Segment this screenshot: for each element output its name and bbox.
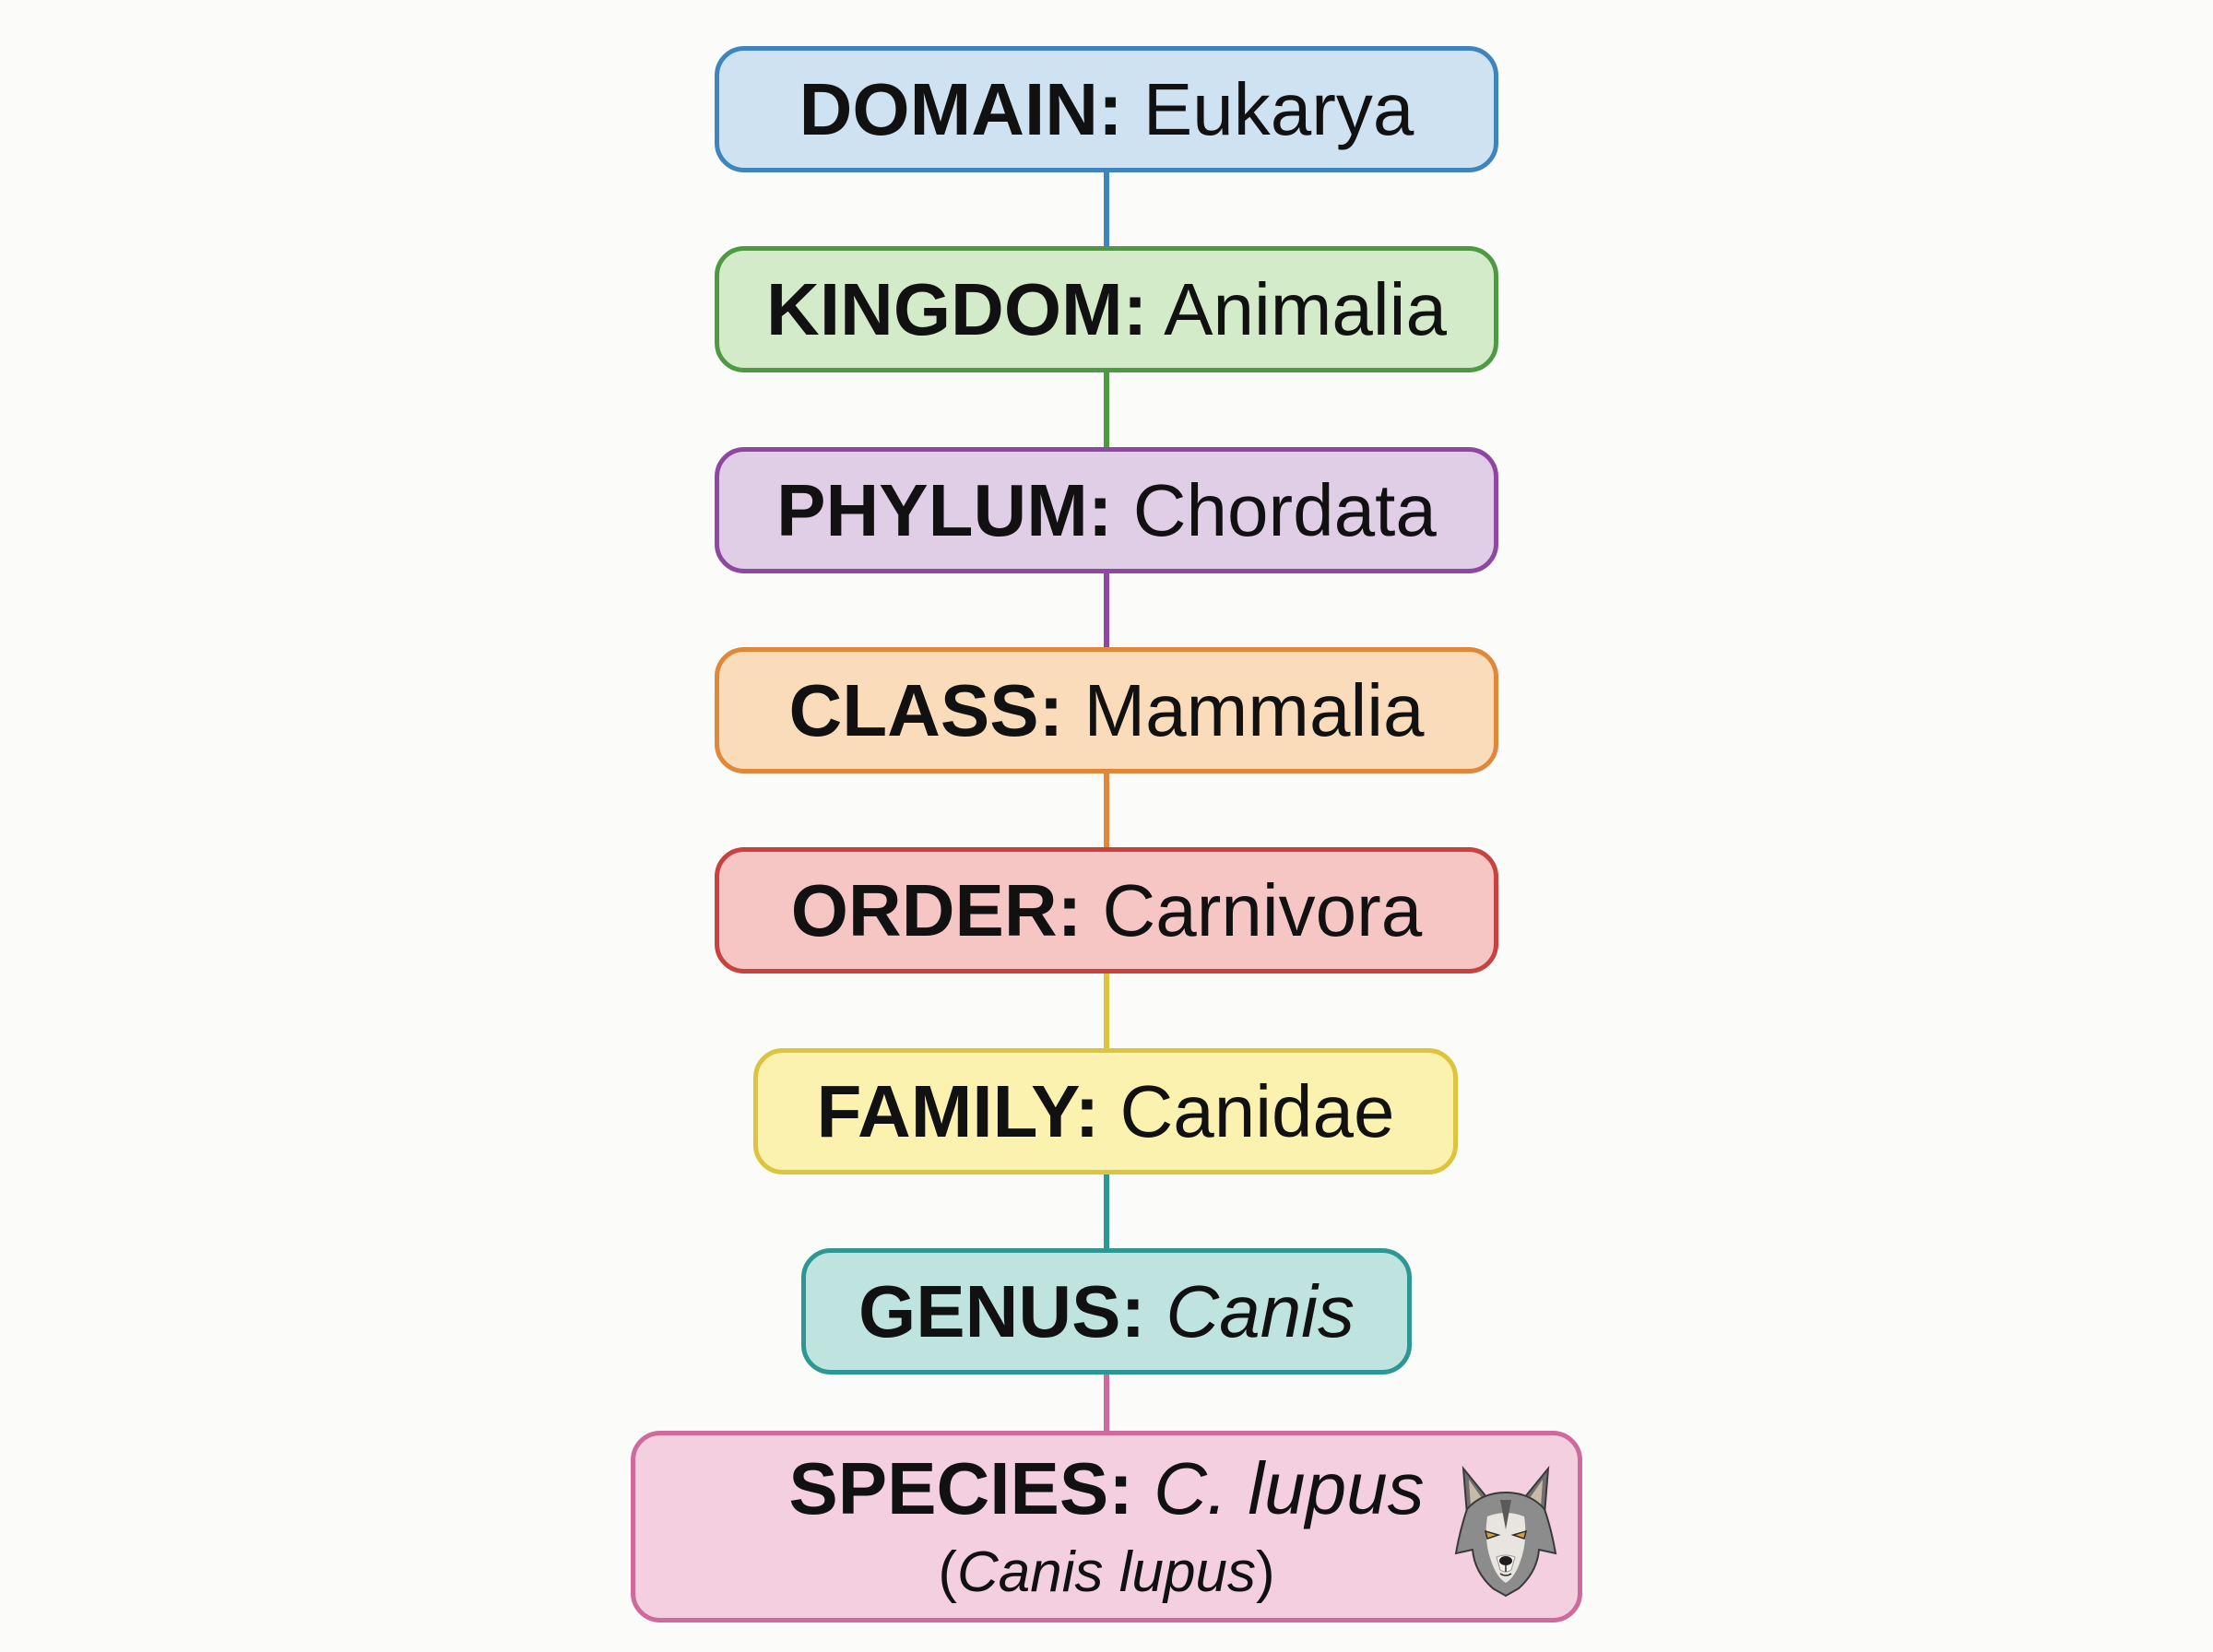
class-rank-label: CLASS:: [788, 668, 1064, 751]
species-rank-label: SPECIES:: [788, 1447, 1133, 1529]
connector-family-genus: [1104, 1173, 1109, 1251]
family-rank-label: FAMILY:: [816, 1069, 1100, 1152]
phylum-rank-label: PHYLUM:: [776, 468, 1113, 551]
family-box: FAMILY: Canidae: [753, 1048, 1458, 1174]
phylum-taxon: Chordata: [1132, 468, 1437, 551]
phylum-box: PHYLUM: Chordata: [715, 447, 1498, 573]
genus-taxon: Canis: [1166, 1269, 1355, 1352]
connector-class-order: [1104, 772, 1109, 850]
order-taxon: Carnivora: [1102, 868, 1423, 951]
connector-kingdom-phylum: [1104, 371, 1109, 449]
connector-domain-kingdom: [1104, 171, 1109, 249]
family-taxon: Canidae: [1119, 1069, 1395, 1152]
species-box: SPECIES: C. lupus (Canis lupus): [631, 1431, 1582, 1622]
order-box: ORDER: Carnivora: [715, 847, 1498, 974]
connector-order-family: [1104, 972, 1109, 1050]
species-full-name: (Canis lupus): [938, 1544, 1274, 1601]
kingdom-box: KINGDOM: Animalia: [715, 246, 1498, 372]
connector-genus-species: [1104, 1373, 1109, 1433]
kingdom-taxon: Animalia: [1164, 267, 1447, 350]
order-rank-label: ORDER:: [790, 868, 1083, 951]
species-subtitle: (Canis lupus): [938, 1540, 1275, 1604]
wolf-head-icon: [1454, 1465, 1557, 1598]
domain-taxon: Eukarya: [1142, 67, 1414, 150]
genus-box: GENUS: Canis: [801, 1248, 1412, 1375]
genus-rank-label: GENUS:: [858, 1269, 1146, 1352]
connector-phylum-class: [1104, 572, 1109, 650]
class-taxon: Mammalia: [1083, 668, 1425, 751]
domain-rank-label: DOMAIN:: [799, 67, 1123, 150]
kingdom-rank-label: KINGDOM:: [766, 267, 1148, 350]
class-box: CLASS: Mammalia: [715, 647, 1498, 773]
domain-box: DOMAIN: Eukarya: [715, 46, 1498, 172]
species-taxon: C. lupus: [1154, 1447, 1425, 1529]
